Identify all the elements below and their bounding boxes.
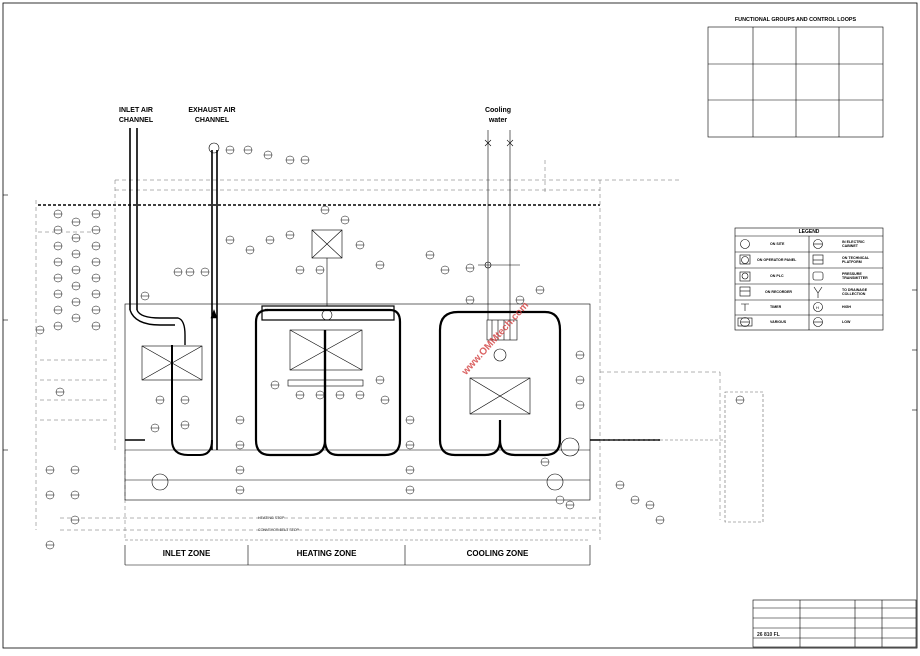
cooling-water-label: Cooling water: [476, 106, 520, 126]
heating-loop-right: [254, 308, 327, 457]
cooling-zone-label: COOLING ZONE: [466, 549, 529, 558]
legend-various: VARIOUS: [770, 320, 787, 324]
legend-high: HIGH: [842, 305, 851, 309]
exhaust-air-line1: EXHAUST AIR: [188, 107, 236, 114]
inlet-air-line2: CHANNEL: [118, 117, 154, 124]
furnace-body: [124, 303, 591, 501]
legend-on-site: ON SITE: [770, 242, 785, 246]
functional-groups-title: FUNCTIONAL GROUPS AND CONTROL LOOPS: [734, 17, 857, 23]
title-block: [752, 599, 917, 648]
legend-electric-cabinet: IN ELECTRIC CABINET: [842, 240, 865, 248]
legend-drainage: TO DRAINAGE COLLECTION: [842, 288, 868, 296]
heating-zone-label: HEATING ZONE: [296, 549, 357, 558]
cooling-water-line1: Cooling: [484, 107, 512, 114]
heating-stop-label: HEATING STOP: [258, 516, 285, 520]
cooling-water-line2: water: [488, 117, 508, 124]
inlet-air-line1: INLET AIR: [119, 107, 153, 114]
legend-pressure-transmitter: PRESSURE TRANSMITTER: [842, 272, 868, 280]
inlet-zone-label: INLET ZONE: [162, 549, 211, 558]
instrument-bubbles: [35, 145, 745, 550]
legend-technical-platform: ON TECHNICAL PLATFORM: [842, 256, 870, 264]
svg-text:H: H: [816, 305, 819, 310]
drawing-number: 26 810 FL: [757, 632, 780, 638]
inlet-air-label: INLET AIR CHANNEL: [108, 106, 164, 126]
conveyor-stop-label: CONVEYOR BELT STOP: [258, 528, 299, 532]
cooling-loop: [438, 310, 562, 457]
legend-operator-panel: ON OPERATOR PANEL: [757, 258, 797, 262]
legend-recorder: ON RECORDER: [765, 290, 792, 294]
legend-plc: ON PLC: [770, 274, 784, 278]
exhaust-air-line2: CHANNEL: [194, 117, 230, 124]
legend-low: LOW: [842, 320, 851, 324]
legend-title: LEGEND: [798, 229, 820, 235]
legend-timer: TIMER: [770, 305, 782, 309]
heating-loop-left: [265, 308, 402, 457]
exhaust-air-label: EXHAUST AIR CHANNEL: [182, 106, 242, 126]
functional-groups-table: [707, 26, 884, 138]
